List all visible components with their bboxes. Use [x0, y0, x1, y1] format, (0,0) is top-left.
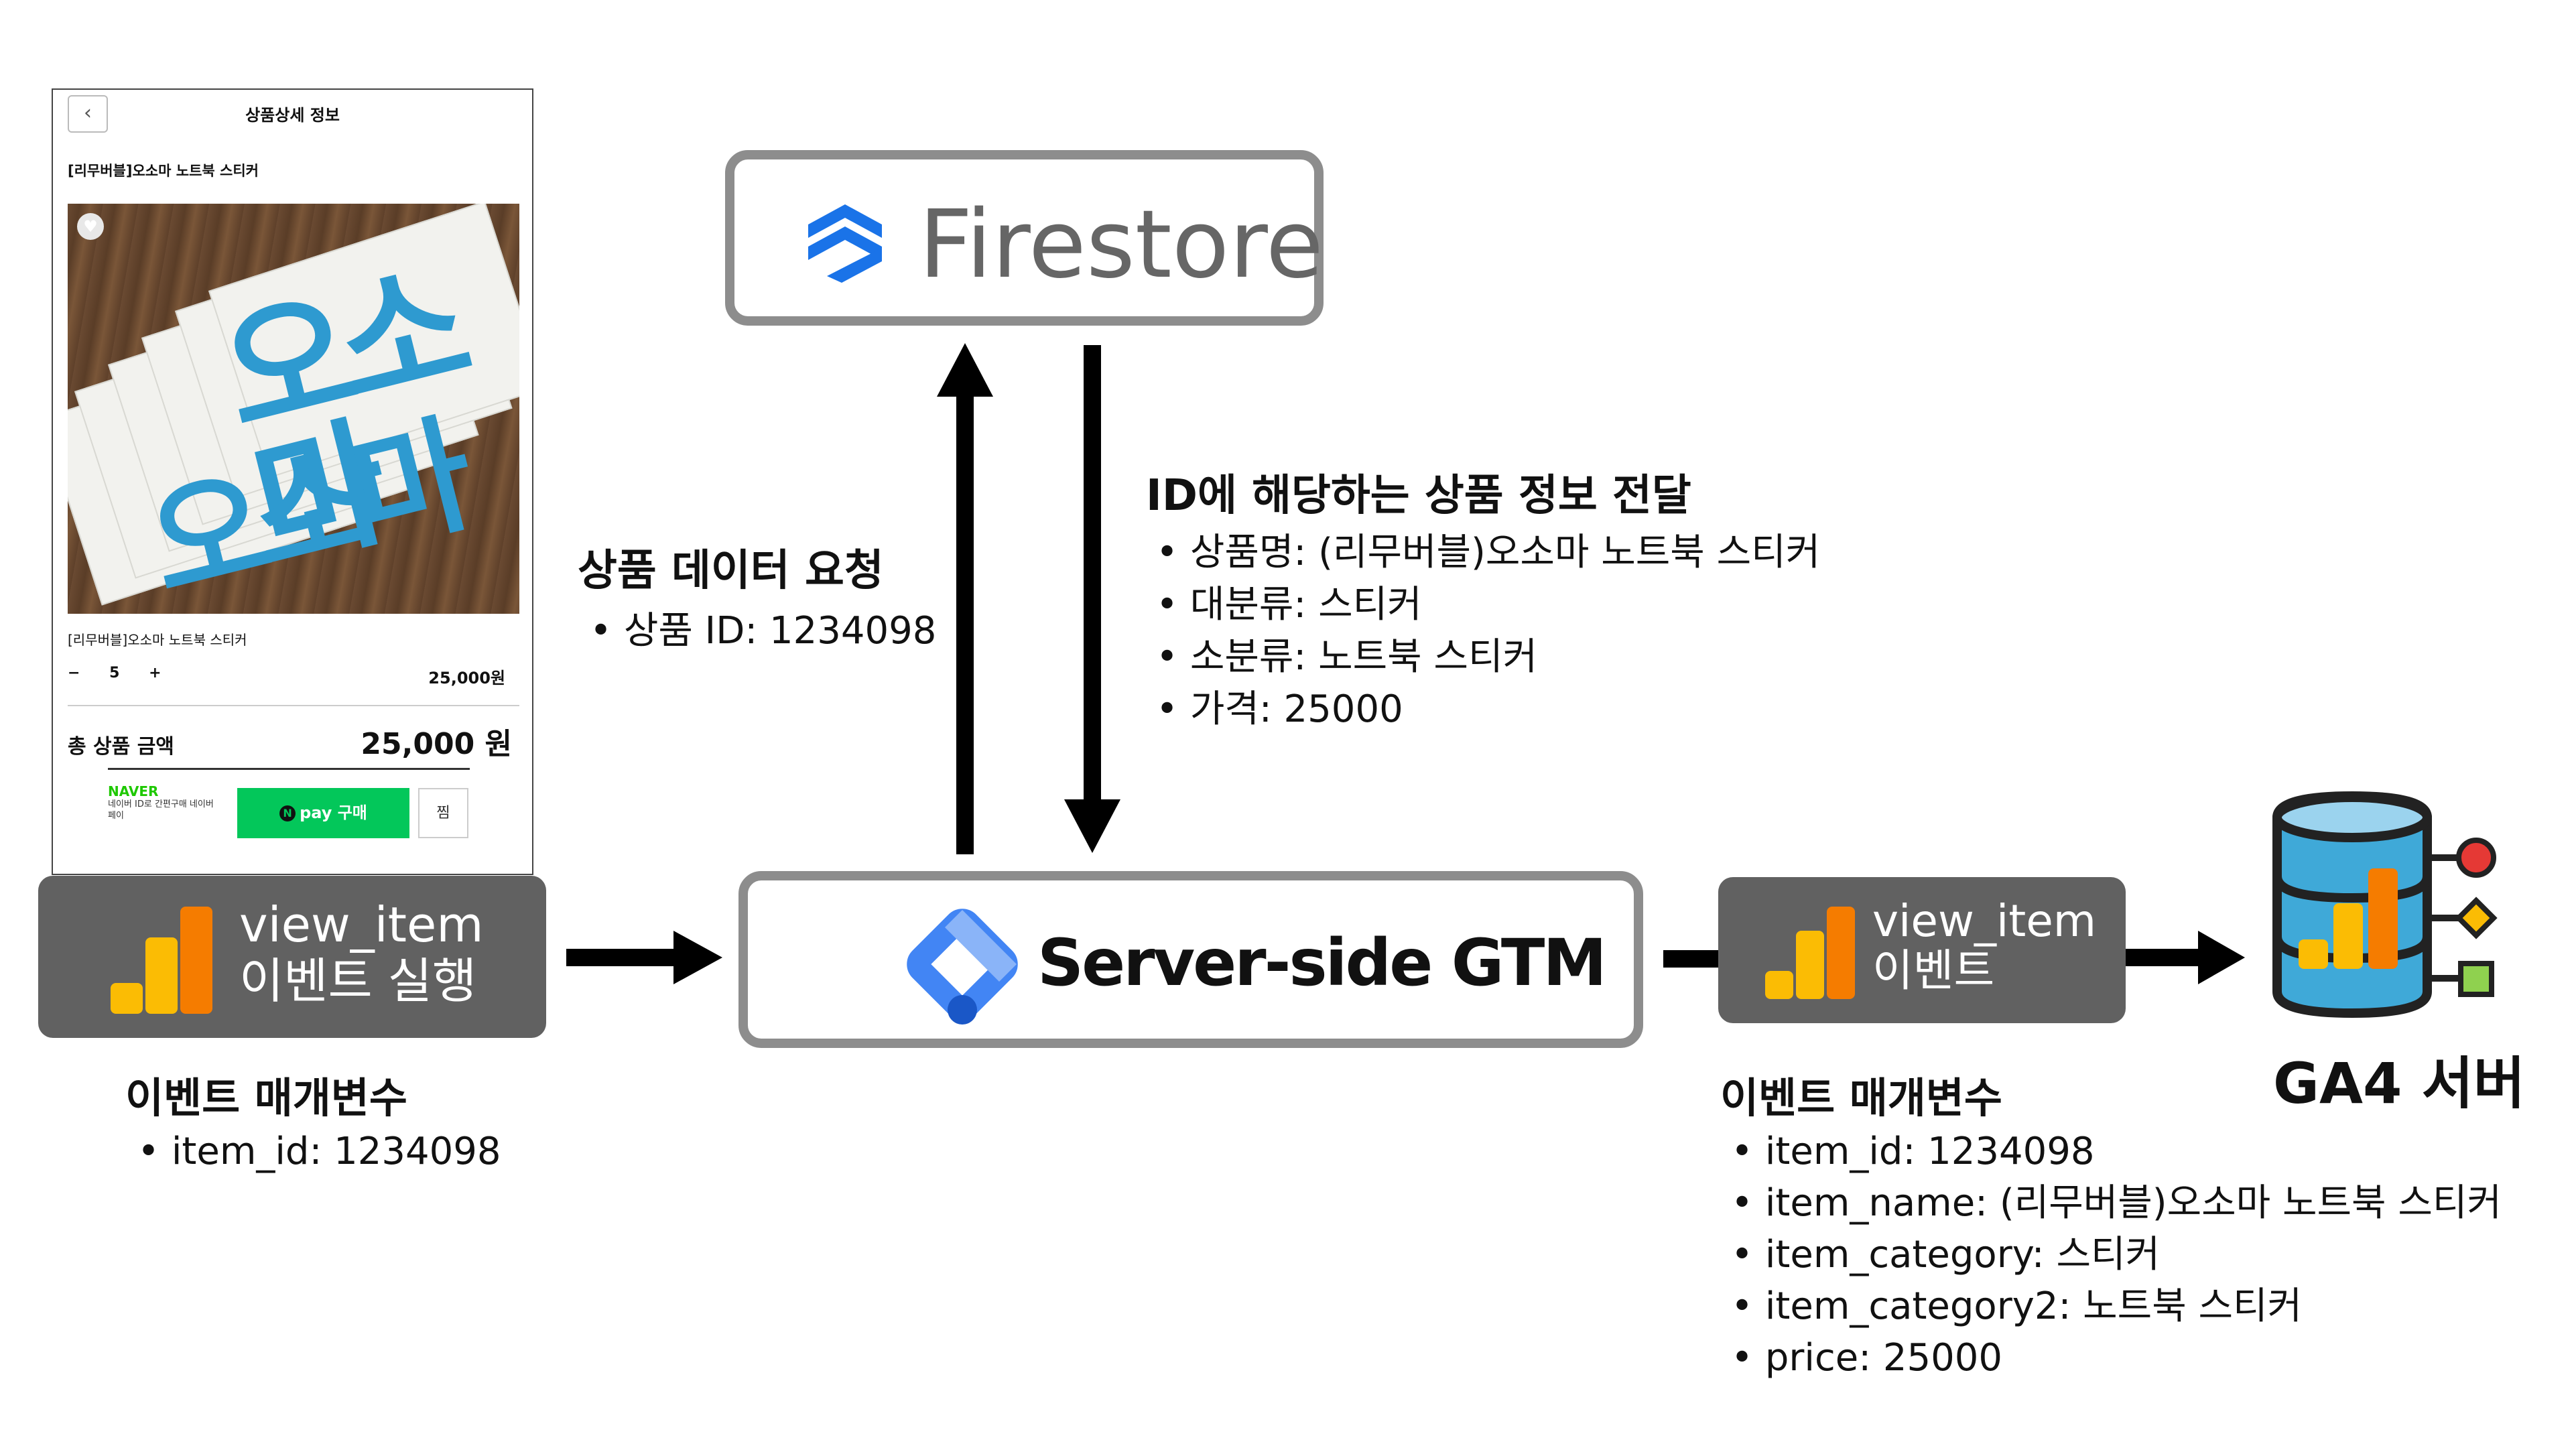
- event-name: view_item: [1872, 895, 2097, 947]
- response-item: 상품명: (리무버블)오소마 노트북 스티커: [1156, 527, 1820, 579]
- arrow-up-icon: [937, 343, 993, 854]
- npay-label: pay 구매: [300, 803, 367, 822]
- right-param-item: item_category2: 노트북 스티커: [1731, 1280, 2302, 1333]
- chevron-left-icon: ‹: [84, 101, 92, 125]
- divider: [108, 768, 470, 770]
- left-param-item: item_id: 1234098: [137, 1126, 501, 1178]
- connector-line: [1663, 950, 1718, 968]
- view-item-event-box-right: view_item 이벤트: [1718, 877, 2126, 1023]
- server-gtm-box: Server-side GTM: [738, 871, 1643, 1048]
- ga4-server-icon: [2272, 791, 2498, 1018]
- firestore-box: Firestore: [725, 150, 1324, 326]
- firestore-label: Firestore: [919, 190, 1324, 300]
- quantity-stepper[interactable]: − 5 +: [68, 665, 186, 681]
- total-label: 총 상품 금액: [68, 735, 174, 759]
- right-param-item: price: 25000: [1731, 1332, 2002, 1384]
- response-title: ID에 해당하는 상품 정보 전달: [1146, 471, 1691, 521]
- firestore-icon: [808, 204, 882, 283]
- response-item: 소분류: 노트북 스티커: [1156, 631, 1537, 683]
- event-name: view_item: [239, 897, 484, 953]
- view-item-event-box: view_item 이벤트 실행: [38, 876, 546, 1038]
- npay-n-icon: N: [279, 805, 296, 821]
- plus-button[interactable]: +: [149, 665, 162, 681]
- arrow-right-icon: [566, 931, 722, 984]
- right-param-item: item_id: 1234098: [1731, 1126, 2095, 1178]
- request-title: 상품 데이터 요청: [578, 546, 884, 596]
- ga4-label: GA4 서버: [2273, 1051, 2526, 1116]
- back-button[interactable]: ‹: [68, 95, 108, 133]
- right-params-title: 이벤트 매개변수: [1720, 1073, 2002, 1122]
- response-item: 대분류: 스티커: [1156, 579, 1422, 631]
- right-param-item: item_name: (리무버블)오소마 노트북 스티커: [1731, 1177, 2502, 1230]
- naver-logo: NAVER: [108, 783, 159, 799]
- gtm-label: Server-side GTM: [1037, 925, 1607, 1000]
- divider: [68, 705, 519, 706]
- option-product-name: [리무버블]오소마 노트북 스티커: [68, 632, 247, 648]
- product-photo: 오소마 오소마 ♥: [68, 204, 519, 614]
- response-item: 가격: 25000: [1156, 683, 1403, 736]
- arrow-down-icon: [1064, 345, 1120, 853]
- right-param-item: item_category: 스티커: [1731, 1229, 2160, 1281]
- event-caption: 이벤트 실행: [239, 953, 477, 1009]
- phone-header-title: 상품상세 정보: [245, 106, 340, 125]
- quantity-value: 5: [109, 665, 120, 681]
- google-tag-manager-icon: [907, 909, 1018, 1025]
- minus-button[interactable]: −: [68, 665, 80, 681]
- product-title: [리무버블]오소마 노트북 스티커: [68, 163, 259, 179]
- total-value: 25,000 원: [361, 727, 512, 761]
- request-item: 상품 ID: 1234098: [590, 605, 937, 657]
- wish-button[interactable]: 찜: [418, 788, 468, 838]
- line-price: 25,000원: [428, 669, 505, 687]
- product-detail-screenshot: ‹ 상품상세 정보 [리무버블]오소마 노트북 스티커 오소마 오소마 ♥ [리…: [52, 88, 533, 875]
- event-caption: 이벤트: [1872, 945, 1995, 996]
- left-params-title: 이벤트 매개변수: [125, 1073, 407, 1122]
- arrow-right-icon: [2126, 931, 2245, 984]
- heart-icon[interactable]: ♥: [77, 213, 104, 240]
- naver-subtext: 네이버 ID로 간편구매 네이버페이: [108, 799, 214, 821]
